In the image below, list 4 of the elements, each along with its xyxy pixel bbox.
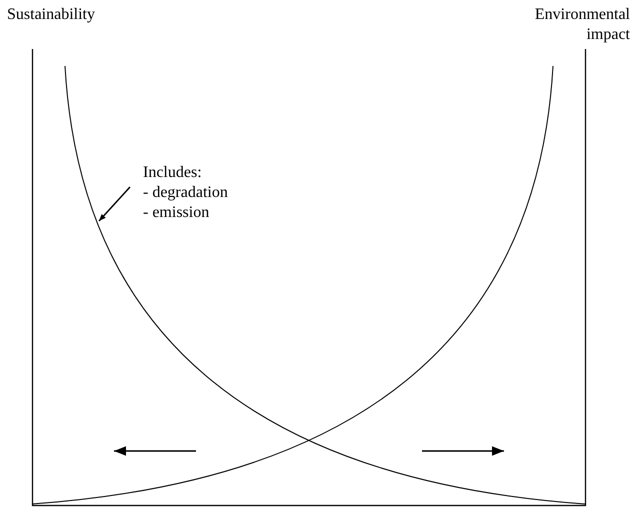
axis-label: Environmental impact bbox=[534, 5, 630, 45]
leader-line bbox=[98, 186, 131, 222]
callout-text: Includes: - degradation - emission bbox=[143, 163, 253, 223]
axis-label: Sustainability bbox=[7, 5, 95, 25]
